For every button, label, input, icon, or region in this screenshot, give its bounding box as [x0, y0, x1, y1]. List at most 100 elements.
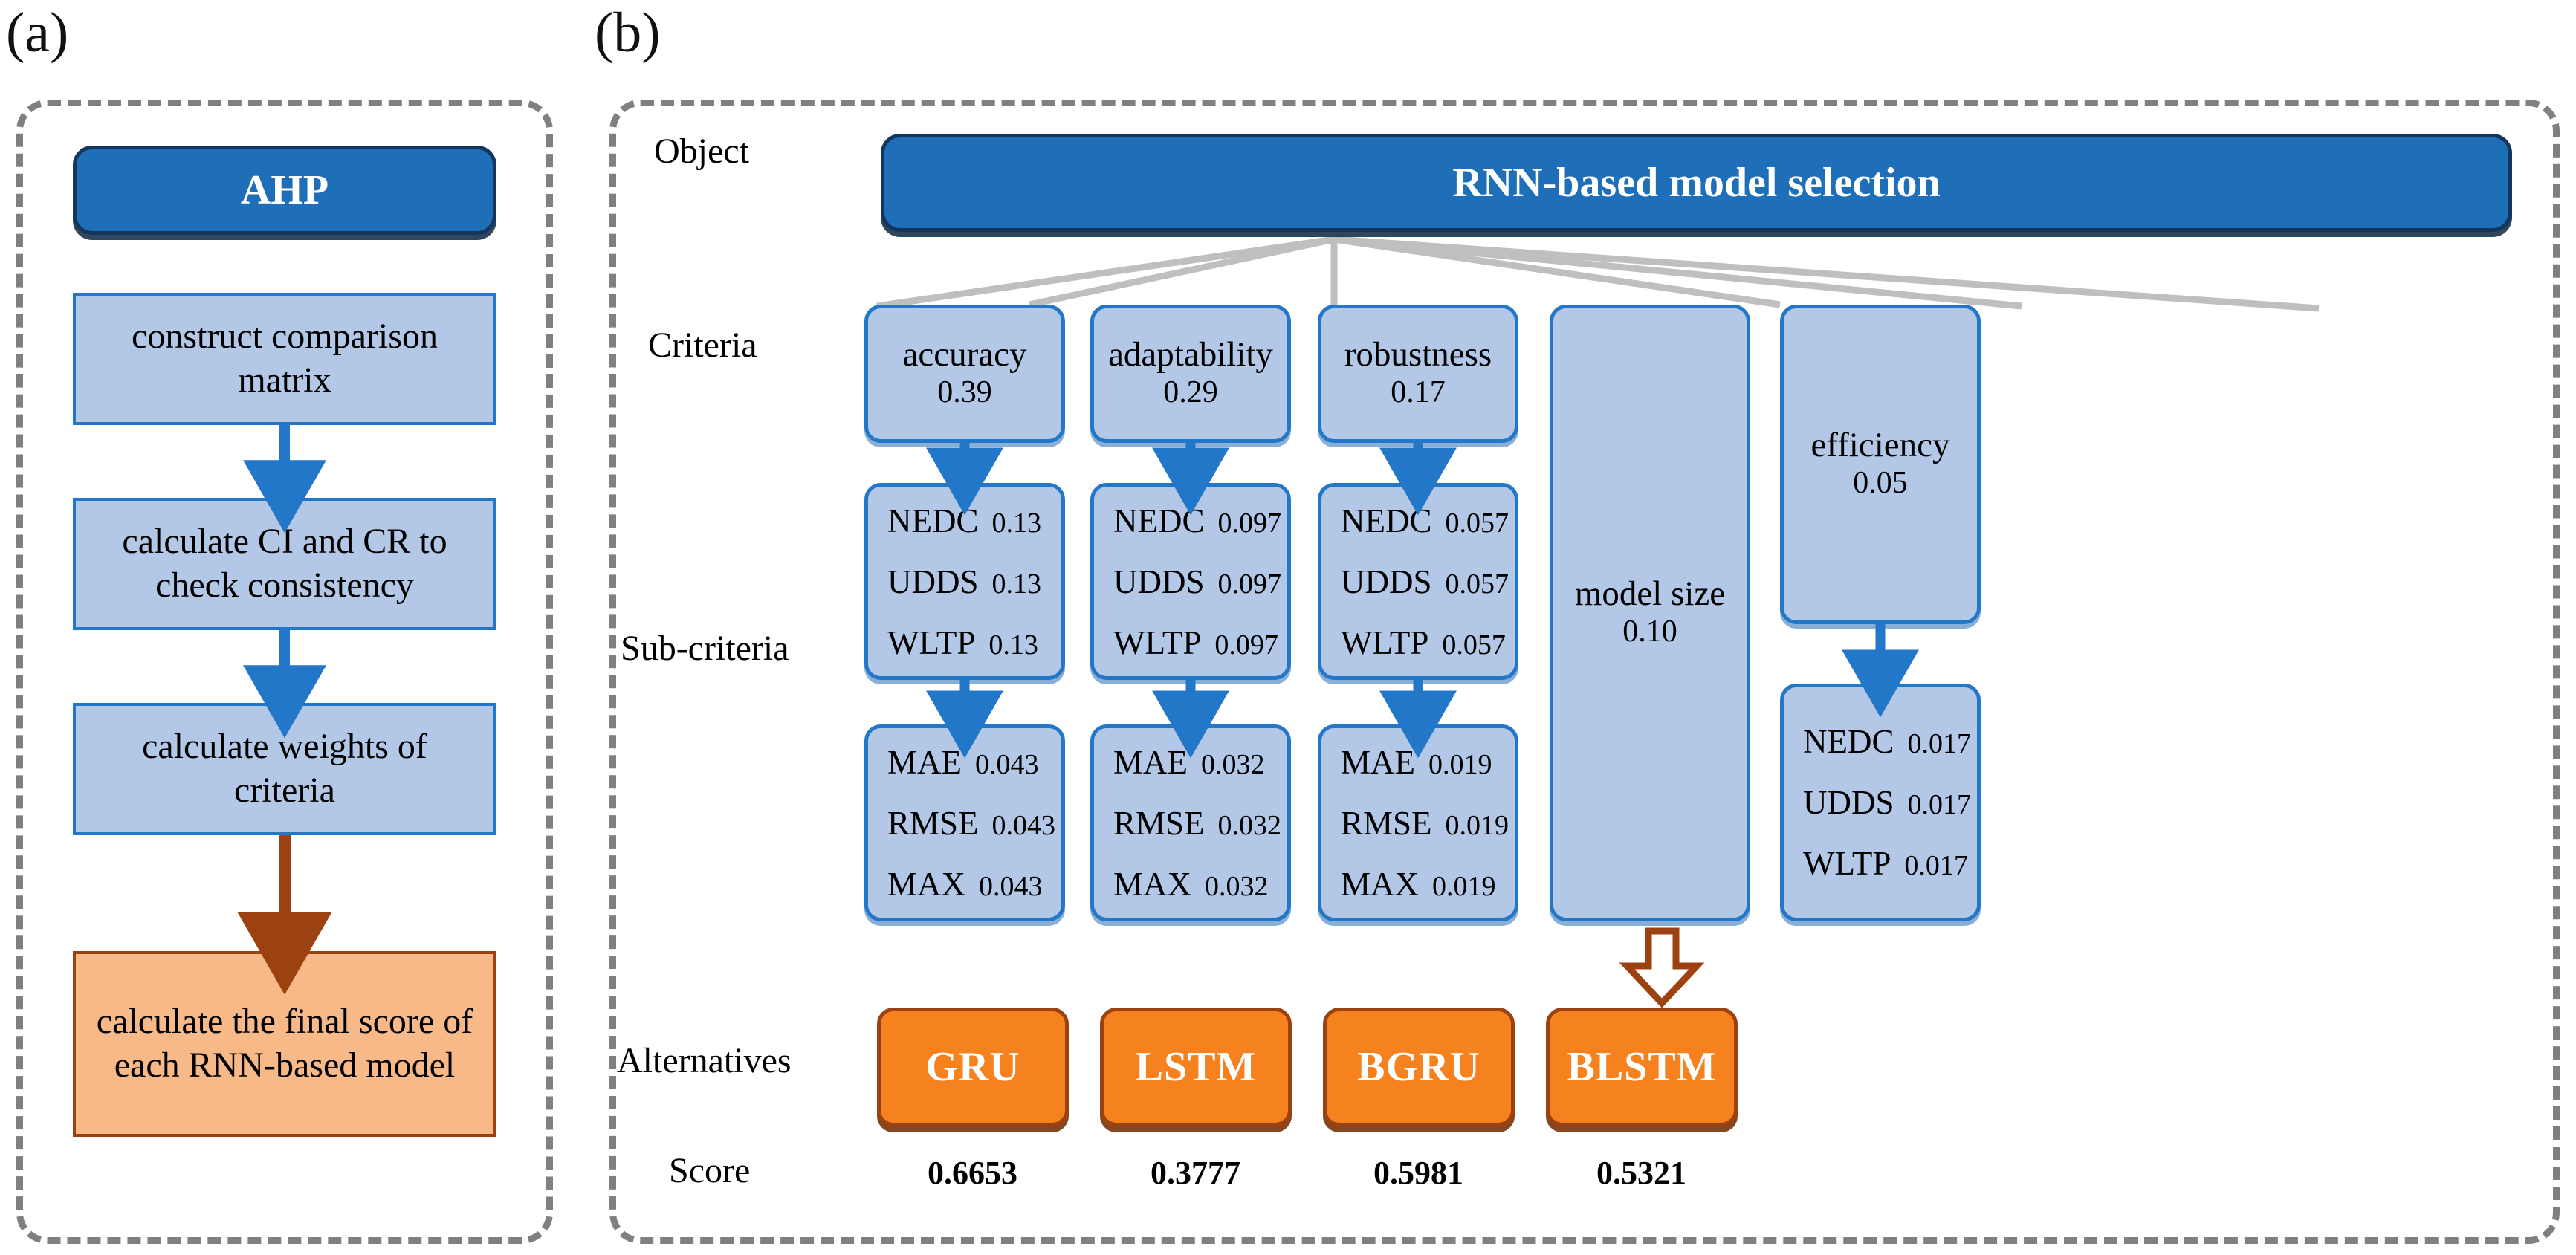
metric-list: NEDC 0.097 UDDS 0.097 WLTP 0.097 — [1094, 502, 1287, 662]
metric-value: 0.019 — [1445, 809, 1509, 841]
flow-step-4-label: calculate the final score of each RNN-ba… — [96, 1002, 473, 1085]
metric-row: RMSE 0.019 — [1341, 804, 1509, 843]
metric-row: UDDS 0.097 — [1113, 562, 1281, 601]
object-label: RNN-based model selection — [1452, 160, 1941, 206]
metric-name: UDDS — [887, 562, 979, 600]
metric-list: NEDC 0.13 UDDS 0.13 WLTP 0.13 — [868, 502, 1061, 662]
flow-step-4-box: calculate the final score of each RNN-ba… — [73, 951, 496, 1137]
metric-name: RMSE — [887, 804, 979, 842]
ahp-title-label: AHP — [240, 167, 329, 213]
criteria-model-size-name: model size — [1574, 574, 1726, 614]
metric-value: 0.019 — [1428, 748, 1492, 780]
metric-value: 0.057 — [1445, 507, 1509, 539]
row-label-object: Object — [654, 132, 749, 171]
metric-row: WLTP 0.097 — [1113, 623, 1278, 662]
alternative-box-bgru: BGRU — [1323, 1008, 1515, 1126]
subcriteria-box-robustness: NEDC 0.057 UDDS 0.057 WLTP 0.057 — [1318, 483, 1518, 680]
flow-step-3-box: calculate weights of criteria — [73, 703, 496, 835]
subcriteria-box-accuracy: NEDC 0.13 UDDS 0.13 WLTP 0.13 — [864, 483, 1065, 680]
metric-name: MAX — [1341, 865, 1420, 903]
metric-name: NEDC — [1113, 502, 1205, 539]
metric-row: MAX 0.043 — [887, 865, 1043, 904]
metric-row: MAX 0.019 — [1341, 865, 1496, 904]
metric-value: 0.13 — [988, 629, 1038, 661]
metric-name: WLTP — [887, 623, 976, 661]
score-bgru: 0.5981 — [1373, 1155, 1463, 1191]
metrics-box-adaptability: MAE 0.032 RMSE 0.032 MAX 0.032 — [1090, 724, 1291, 921]
metric-row: MAE 0.019 — [1341, 743, 1495, 782]
panel-a-container — [16, 100, 553, 1244]
criteria-efficiency-weight: 0.05 — [1853, 466, 1908, 501]
subcriteria-box-efficiency: NEDC 0.017 UDDS 0.017 WLTP 0.017 — [1780, 684, 1981, 921]
metric-name: WLTP — [1803, 845, 1891, 882]
criteria-box-adaptability: adaptability 0.29 — [1090, 305, 1291, 443]
metric-value: 0.032 — [1217, 809, 1282, 841]
flow-step-2-label: calculate CI and CR to check consistency — [122, 522, 447, 605]
metric-list: MAE 0.032 RMSE 0.032 MAX 0.032 — [1094, 743, 1287, 904]
object-box: RNN-based model selection — [881, 134, 2512, 232]
metric-value: 0.017 — [1907, 728, 1972, 759]
metric-name: MAE — [887, 743, 962, 781]
metric-row: NEDC 0.057 — [1341, 502, 1509, 540]
metric-name: NEDC — [887, 502, 979, 539]
score-gru: 0.6653 — [928, 1155, 1017, 1191]
score-blstm: 0.5321 — [1596, 1155, 1686, 1191]
criteria-box-efficiency: efficiency 0.05 — [1780, 305, 1981, 624]
metric-row: MAX 0.032 — [1113, 865, 1269, 904]
criteria-accuracy-weight: 0.39 — [937, 375, 992, 410]
metric-name: UDDS — [1113, 562, 1205, 600]
metric-value: 0.13 — [991, 568, 1042, 600]
metric-row: UDDS 0.057 — [1341, 562, 1509, 601]
metric-list: NEDC 0.017 UDDS 0.017 WLTP 0.017 — [1784, 722, 1977, 883]
flow-step-1-box: construct comparison matrix — [73, 293, 496, 425]
metric-value: 0.097 — [1217, 507, 1282, 539]
metric-name: RMSE — [1341, 804, 1432, 842]
alternative-box-lstm: LSTM — [1100, 1008, 1292, 1126]
criteria-box-accuracy: accuracy 0.39 — [864, 305, 1065, 443]
metric-value: 0.017 — [1907, 789, 1972, 820]
metric-row: NEDC 0.13 — [887, 502, 1042, 540]
metrics-box-accuracy: MAE 0.043 RMSE 0.043 MAX 0.043 — [864, 724, 1065, 921]
criteria-box-model-size: model size 0.10 — [1550, 305, 1750, 921]
metric-value: 0.043 — [979, 870, 1043, 902]
metric-value: 0.057 — [1442, 629, 1506, 661]
metric-value: 0.13 — [991, 507, 1042, 539]
alternative-box-blstm: BLSTM — [1546, 1008, 1738, 1126]
metric-name: MAE — [1113, 743, 1188, 781]
panel-b-tag: (b) — [595, 1, 661, 64]
metric-name: MAX — [887, 865, 966, 903]
panel-b-container — [609, 100, 2560, 1244]
flow-step-1-label: construct comparison matrix — [132, 317, 438, 400]
metric-value: 0.043 — [975, 748, 1039, 780]
criteria-efficiency-name: efficiency — [1810, 426, 1950, 465]
metric-value: 0.019 — [1432, 870, 1496, 902]
panel-a-tag: (a) — [6, 1, 69, 64]
metric-value: 0.032 — [1205, 870, 1269, 902]
metric-row: RMSE 0.032 — [1113, 804, 1281, 843]
metric-name: UDDS — [1341, 562, 1432, 600]
metric-row: WLTP 0.057 — [1341, 623, 1506, 662]
alternative-blstm-label: BLSTM — [1567, 1044, 1717, 1090]
ahp-title-box: AHP — [73, 146, 496, 235]
metric-row: NEDC 0.017 — [1803, 722, 1971, 761]
criteria-model-size-weight: 0.10 — [1622, 614, 1677, 649]
flow-step-2-box: calculate CI and CR to check consistency — [73, 498, 496, 630]
metric-row: NEDC 0.097 — [1113, 502, 1281, 540]
criteria-box-robustness: robustness 0.17 — [1318, 305, 1518, 443]
metric-row: MAE 0.032 — [1113, 743, 1268, 782]
metric-row: UDDS 0.13 — [887, 562, 1042, 601]
metric-value: 0.043 — [991, 809, 1056, 841]
metric-row: RMSE 0.043 — [887, 804, 1055, 843]
metric-list: MAE 0.043 RMSE 0.043 MAX 0.043 — [868, 743, 1061, 904]
alternative-box-gru: GRU — [877, 1008, 1069, 1126]
score-lstm: 0.3777 — [1151, 1155, 1240, 1191]
alternative-gru-label: GRU — [925, 1044, 1020, 1090]
metric-value: 0.032 — [1201, 748, 1265, 780]
metric-value: 0.057 — [1445, 568, 1509, 600]
metric-name: UDDS — [1803, 784, 1894, 821]
metric-name: NEDC — [1341, 502, 1432, 539]
metric-value: 0.097 — [1217, 568, 1282, 600]
flow-step-3-label: calculate weights of criteria — [142, 727, 427, 810]
row-label-score: Score — [669, 1151, 751, 1190]
criteria-robustness-weight: 0.17 — [1391, 375, 1446, 410]
